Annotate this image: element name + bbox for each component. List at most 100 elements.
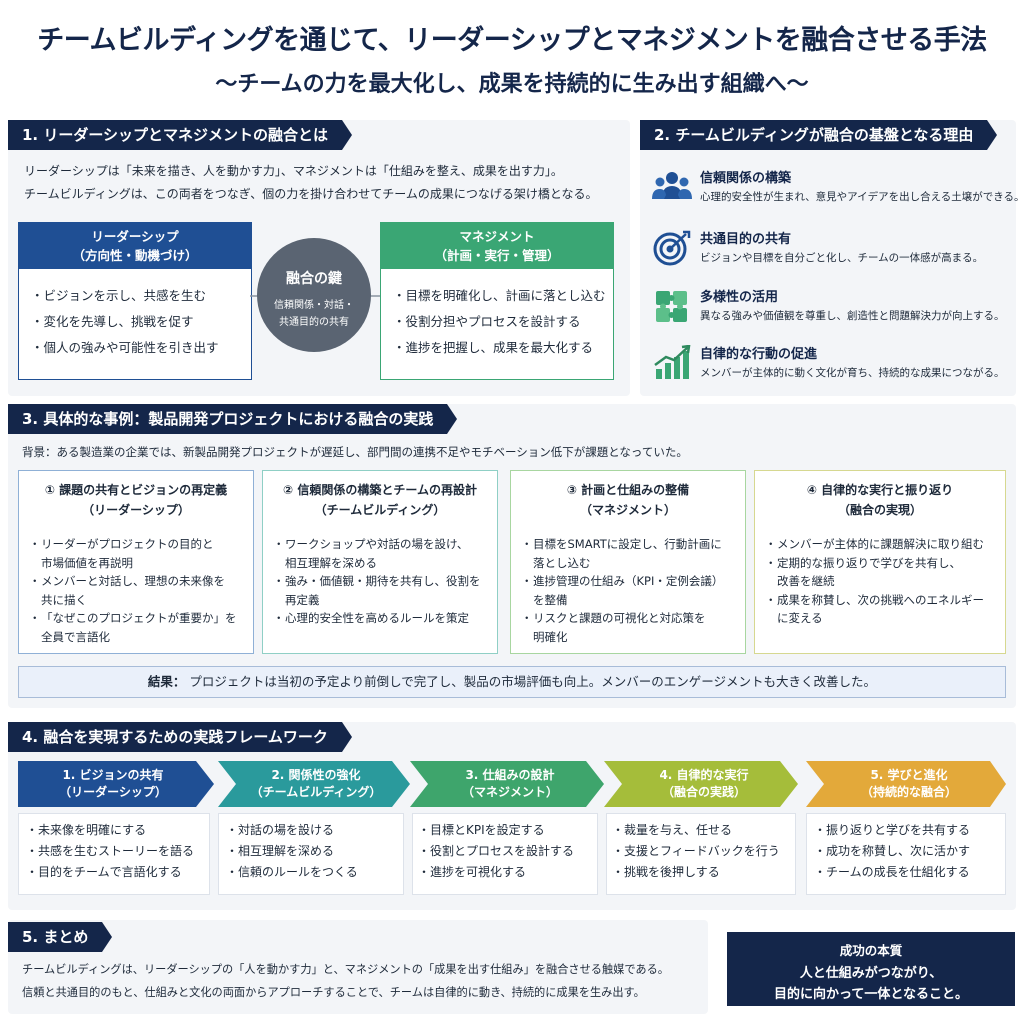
case-card-subtitle: （融合の実現） [837, 503, 922, 517]
list-item: 進捗を把握し、成果を最大化する [393, 335, 613, 361]
reason-title: 信頼関係の構築 [700, 171, 792, 186]
result-text: プロジェクトは当初の予定より前倒しで完了し、製品の市場評価も向上。メンバーのエン… [189, 674, 877, 689]
step-4-list: 裁量を与え、任せる 支援とフィードバックを行う 挑戦を後押しする [612, 820, 780, 883]
section-2-title: 2. チームビルディングが融合の基盤となる理由 [640, 120, 998, 150]
framework-step-4: 4. 自律的な実行 （融合の実践） [614, 761, 794, 807]
framework-step-3: 3. 仕組みの設計 （マネジメント） [420, 761, 600, 807]
list-item: 振り返りと学びを共有する [814, 820, 970, 841]
step-subtitle: （リーダーシップ） [59, 785, 167, 799]
step-title: 4. 自律的な実行 [659, 768, 749, 782]
list-item-text: 「なぜこのプロジェクトが重要か」を [41, 611, 237, 625]
list-item: チームの成長を仕組化する [814, 862, 970, 883]
list-item-text: 市場価値を再説明 [41, 555, 133, 570]
reason-desc: メンバーが主体的に動く文化が育ち、持続的な成果につながる。 [700, 367, 1005, 379]
list-item: ビジョンを示し、共感を生む [31, 283, 251, 309]
list-item-text: ワークショップや対話の場を設け、 [285, 537, 469, 551]
list-item: ・メンバーと対話し、理想の未来像を共に描く [29, 572, 237, 609]
section-3-title: 3. 具体的な事例：製品開発プロジェクトにおける融合の実践 [8, 404, 458, 434]
list-item-text: 目標をSMARTに設定し、行動計画に [533, 537, 722, 551]
case-card-title-text: ① 課題の共有とビジョンの再定義 [44, 483, 228, 497]
list-item: ・進捗管理の仕組み（KPI・定例会議）を整備 [521, 572, 723, 609]
success-essence-line-2: 目的に向かって一体となること。 [774, 987, 968, 1002]
management-box: マネジメント （計画・実行・管理） 目標を明確化し、計画に落とし込む 役割分担や… [380, 222, 614, 380]
list-item-text: メンバーが主体的に課題解決に取り組む [777, 537, 984, 551]
case-card-title-text: ③ 計画と仕組みの整備 [566, 483, 690, 497]
list-item: 信頼のルールをつくる [226, 862, 358, 883]
list-item: 個人の強みや可能性を引き出す [31, 335, 251, 361]
result-box: 結果： プロジェクトは当初の予定より前倒しで完了し、製品の市場評価も向上。メンバ… [18, 666, 1006, 698]
fusion-key-title: 融合の鍵 [286, 271, 342, 287]
section-1-line-2: チームビルディングは、この両者をつなぎ、個の力を掛け合わせてチームの成果につなげ… [24, 187, 598, 201]
reason-desc: ビジョンや目標を自分ごと化し、チームの一体感が高まる。 [700, 252, 984, 264]
list-item: 目標を明確化し、計画に落とし込む [393, 283, 613, 309]
step-3-list: 目標とKPIを設定する 役割とプロセスを設計する 進捗を可視化する [418, 820, 574, 883]
list-item-text: 明確化 [533, 629, 568, 644]
list-item: ・定期的な振り返りで学びを共有し、改善を継続 [765, 554, 984, 591]
list-item: ・リスクと課題の可視化と対応策を明確化 [521, 609, 723, 646]
section-1-title: 1. リーダーシップとマネジメントの融合とは [8, 120, 353, 150]
list-item: 挑戦を後押しする [612, 862, 780, 883]
leadership-header-sub: （方向性・動機づけ） [72, 248, 198, 263]
growth-chart-icon [654, 345, 691, 379]
framework-chevrons [18, 761, 1006, 807]
list-item: 進捗を可視化する [418, 862, 574, 883]
list-item-text: 進捗管理の仕組み（KPI・定例会議） [533, 574, 724, 588]
list-item-text: メンバーと対話し、理想の未来像を [41, 574, 225, 588]
step-5-list: 振り返りと学びを共有する 成功を称賛し、次に活かす チームの成長を仕組化する [814, 820, 970, 883]
list-item-text: を整備 [533, 592, 568, 607]
reason-title: 多様性の活用 [700, 290, 779, 305]
case-card-subtitle: （チームビルディング） [314, 503, 446, 517]
section-5-panel: 5. まとめ [8, 920, 708, 1014]
list-item: ・ワークショップや対話の場を設け、相互理解を深める [273, 535, 481, 572]
reason-title: 共通目的の共有 [700, 232, 792, 247]
case-card-title-text: ② 信頼関係の構築とチームの再設計 [283, 483, 477, 497]
step-title: 3. 仕組みの設計 [465, 768, 555, 782]
list-item: 目標とKPIを設定する [418, 820, 574, 841]
step-title: 5. 学びと進化 [870, 768, 948, 782]
fusion-key-circle: 融合の鍵 信頼関係・対話・ 共通目的の共有 [257, 238, 371, 352]
case-card-title: ① 課題の共有とビジョンの再定義 （リーダーシップ） [19, 480, 253, 520]
fusion-key-line-2: 共通目的の共有 [279, 317, 349, 328]
framework-step-5: 5. 学びと進化 （持続的な融合） [816, 761, 1002, 807]
reason-title: 自律的な行動の促進 [700, 347, 818, 362]
step-subtitle: （持続的な融合） [860, 785, 957, 799]
section-4-title: 4. 融合を実現するための実践フレームワーク [8, 722, 352, 752]
management-header-title: マネジメント [459, 229, 535, 244]
management-header: マネジメント （計画・実行・管理） [381, 223, 613, 269]
management-list: 目標を明確化し、計画に落とし込む 役割分担やプロセスを設計する 進捗を把握し、成… [381, 269, 613, 361]
list-item: 支援とフィードバックを行う [612, 841, 780, 862]
summary-line-2: 信頼と共通目的のもと、仕組みと文化の両面からアプローチすることで、チームは自律的… [22, 986, 645, 999]
target-icon [653, 230, 691, 266]
step-title: 2. 関係性の強化 [271, 768, 361, 782]
list-item: ・メンバーが主体的に課題解決に取り組む [765, 537, 984, 551]
list-item: 裁量を与え、任せる [612, 820, 780, 841]
leadership-list: ビジョンを示し、共感を生む 変化を先導し、挑戦を促す 個人の強みや可能性を引き出… [19, 269, 251, 361]
section-5-title: 5. まとめ [8, 922, 113, 952]
list-item-text: 強み・価値観・期待を共有し、役割を [285, 574, 481, 588]
list-item-text: 全員で言語化 [41, 629, 110, 644]
success-essence-line-1: 人と仕組みがつながり、 [799, 966, 943, 981]
list-item-text: 相互理解を深める [285, 555, 377, 570]
list-item: 役割分担やプロセスを設計する [393, 309, 613, 335]
list-item: ・成果を称賛し、次の挑戦へのエネルギーに変える [765, 591, 984, 628]
case-card-list: ・リーダーがプロジェクトの目的と市場価値を再説明 ・メンバーと対話し、理想の未来… [29, 535, 237, 646]
success-essence-box: 成功の本質 人と仕組みがつながり、 目的に向かって一体となること。 [727, 932, 1015, 1006]
list-item-text: リスクと課題の可視化と対応策を [533, 611, 706, 625]
case-card-subtitle: （リーダーシップ） [82, 503, 190, 517]
framework-step-2: 2. 関係性の強化 （チームビルディング） [226, 761, 406, 807]
leadership-header: リーダーシップ （方向性・動機づけ） [19, 223, 251, 269]
list-item: 変化を先導し、挑戦を促す [31, 309, 251, 335]
case-card-subtitle: （マネジメント） [579, 503, 676, 517]
list-item: 対話の場を設ける [226, 820, 358, 841]
list-item: 相互理解を深める [226, 841, 358, 862]
case-card-title: ③ 計画と仕組みの整備 （マネジメント） [511, 480, 745, 520]
framework-step-1: 1. ビジョンの共有 （リーダーシップ） [18, 761, 208, 807]
case-card-title: ④ 自律的な実行と振り返り（融合の実現） [755, 480, 1005, 520]
list-item: ・リーダーがプロジェクトの目的と市場価値を再説明 [29, 535, 237, 572]
reason-desc: 異なる強みや価値観を尊重し、創造性と問題解決力が向上する。 [700, 310, 1005, 322]
step-subtitle: （マネジメント） [461, 785, 558, 799]
management-header-sub: （計画・実行・管理） [434, 248, 560, 263]
list-item-text: 落とし込む [533, 555, 591, 570]
list-item: 未来像を明確にする [26, 820, 194, 841]
people-group-icon [652, 172, 692, 199]
